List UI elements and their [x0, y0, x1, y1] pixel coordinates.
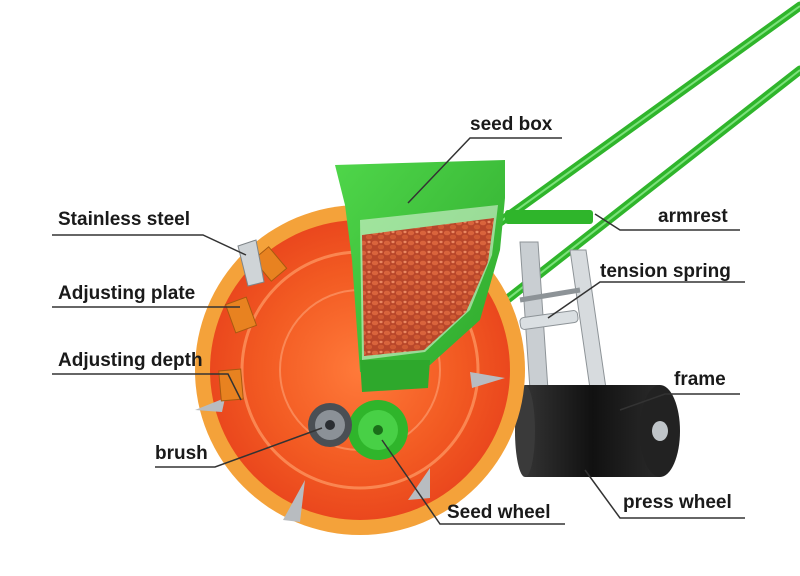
label-armrest: armrest [658, 206, 728, 227]
label-seed-wheel: Seed wheel [447, 502, 551, 523]
label-adjusting-plate: Adjusting plate [58, 283, 196, 304]
label-seed-box: seed box [470, 114, 553, 135]
brush [308, 403, 352, 447]
label-stainless-steel: Stainless steel [58, 209, 191, 230]
seed-wheel [348, 400, 408, 460]
label-tension-spring: tension spring [600, 261, 731, 282]
label-brush: brush [155, 443, 208, 464]
leader-lines [52, 137, 745, 525]
seed-box [335, 160, 505, 392]
press-wheel [515, 385, 680, 477]
label-frame: frame [674, 369, 726, 390]
label-adjusting-depth: Adjusting depth [58, 350, 203, 371]
tension-spring [519, 310, 579, 330]
label-press-wheel: press wheel [623, 492, 732, 513]
stainless-steel-tab [237, 239, 265, 287]
